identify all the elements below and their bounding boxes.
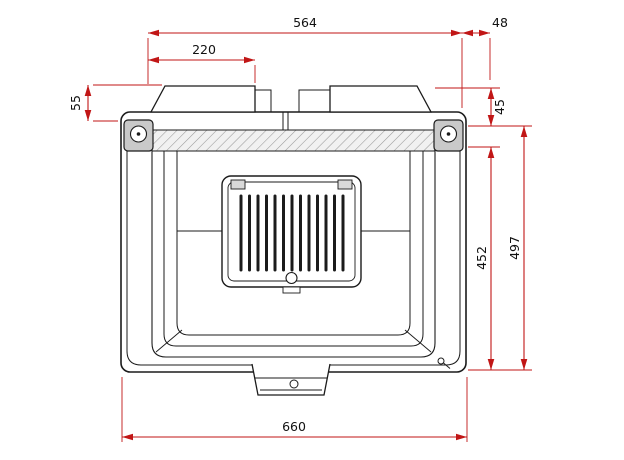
dimension-top-right-inset: 48 [462,15,508,80]
pin-tail [443,362,451,369]
grate-bottom-tab [282,286,301,294]
dimension-right-total-height: 497 [507,126,528,370]
dimension-bottom-width: 660 [121,377,468,442]
bolt-center [446,132,451,136]
corner-bevels [155,329,432,353]
hinge-block-right [433,119,464,152]
hinge-block-left [123,119,154,152]
front-lip-pin [289,379,299,389]
pin-circle [437,357,445,365]
dimension-right-top-inset: 45 [435,87,532,127]
firebox-wall-middle [163,151,424,347]
dimensions: 564 48 220 55 45 452 [68,15,532,442]
back-panel-center-notch [255,89,330,112]
corner-pin-detail [437,357,451,369]
dim-label-220: 220 [192,42,216,57]
dimension-left-panel-height: 55 [68,84,162,122]
back-panel-left [149,85,256,113]
front-lip-mask [252,364,330,395]
dim-label-497: 497 [507,236,522,260]
back-panel-right [329,85,433,113]
firebox-wall-inner [176,151,411,336]
damper-rod [282,112,289,130]
dim-label-452: 452 [474,246,489,270]
extension-line [121,377,468,442]
gasket-strip [151,129,436,152]
extension-line [93,84,162,122]
bolt-center [136,132,141,136]
stove-body [120,85,467,396]
dim-label-564: 564 [293,15,317,30]
dimension-right-inner-height: 452 [468,146,532,371]
grate-slots [239,194,345,272]
grate-tab-right [337,179,353,190]
grate-panel [221,175,362,294]
dim-label-660: 660 [282,419,306,434]
firebox-wall-outer [151,150,436,358]
dim-label-55: 55 [68,95,83,111]
grate-tab-left [230,179,246,190]
dim-label-48: 48 [492,15,508,30]
dim-label-45: 45 [492,99,507,115]
grate-knob [285,271,298,285]
front-lip [251,363,331,396]
front-lip-outline [251,363,331,396]
firebox-walls [151,150,436,358]
dimension-top-left-partial: 220 [148,42,256,83]
extension-line [468,146,532,371]
